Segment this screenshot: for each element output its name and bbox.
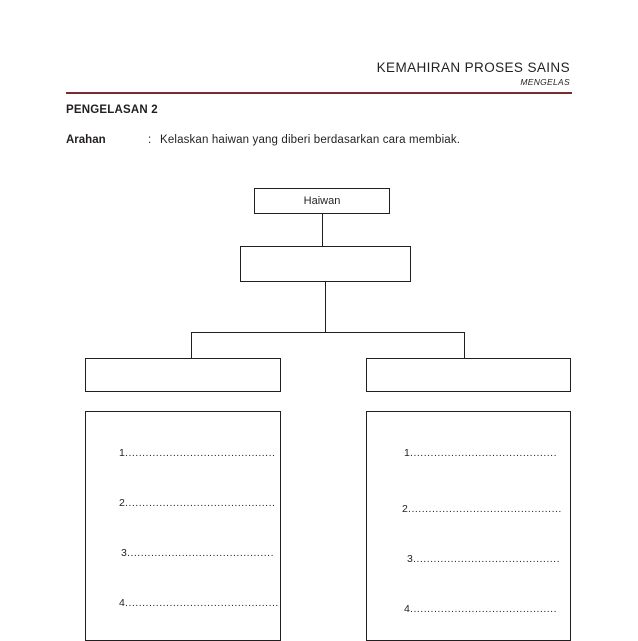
connector-second-to-split bbox=[325, 282, 326, 332]
diagram-box-haiwan-label: Haiwan bbox=[303, 195, 341, 207]
document-header: KEMAHIRAN PROSES SAINS MENGELAS bbox=[150, 60, 570, 87]
list-item-number: 2 bbox=[402, 503, 409, 515]
list-item-number: 1 bbox=[404, 447, 411, 459]
list-item[interactable]: 4.......................................… bbox=[404, 603, 557, 615]
list-item[interactable]: 1.......................................… bbox=[119, 447, 275, 459]
list-item-number: 2 bbox=[119, 497, 126, 509]
list-item-dots: ........................................… bbox=[125, 497, 276, 509]
instruction-text: Kelaskan haiwan yang diberi berdasarkan … bbox=[160, 134, 461, 146]
list-item-number: 1 bbox=[119, 447, 126, 459]
connector-horizontal-split bbox=[191, 332, 465, 333]
connector-top-to-second bbox=[322, 214, 323, 246]
list-item[interactable]: 3.......................................… bbox=[121, 547, 274, 559]
list-item-dots: ........................................… bbox=[127, 547, 274, 559]
list-item-dots: ........................................… bbox=[125, 447, 276, 459]
connector-to-right-box bbox=[464, 332, 465, 358]
list-item-number: 4 bbox=[404, 603, 411, 615]
list-item[interactable]: 1.......................................… bbox=[404, 447, 557, 459]
list-item[interactable]: 4.......................................… bbox=[119, 597, 279, 609]
instruction-colon: : bbox=[148, 134, 152, 146]
list-item[interactable]: 2.......................................… bbox=[402, 503, 562, 515]
header-divider bbox=[66, 92, 572, 94]
list-item-dots: ........................................… bbox=[410, 603, 557, 615]
list-item-dots: ........................................… bbox=[408, 503, 562, 515]
list-item-dots: ........................................… bbox=[413, 553, 560, 565]
instruction-label: Arahan bbox=[66, 134, 106, 146]
answer-box-left[interactable]: 1.......................................… bbox=[85, 411, 281, 641]
answer-box-right[interactable]: 1.......................................… bbox=[366, 411, 571, 641]
header-title: KEMAHIRAN PROSES SAINS bbox=[376, 60, 570, 75]
list-item[interactable]: 3.......................................… bbox=[407, 553, 560, 565]
diagram-box-left-category[interactable] bbox=[85, 358, 281, 392]
connector-to-left-box bbox=[191, 332, 192, 358]
section-title: PENGELASAN 2 bbox=[66, 104, 158, 116]
diagram-box-haiwan[interactable]: Haiwan bbox=[254, 188, 390, 214]
list-item[interactable]: 2.......................................… bbox=[119, 497, 275, 509]
list-item-number: 3 bbox=[407, 553, 414, 565]
list-item-number: 3 bbox=[121, 547, 128, 559]
list-item-dots: ........................................… bbox=[410, 447, 557, 459]
diagram-box-second[interactable] bbox=[240, 246, 411, 282]
list-item-dots: ........................................… bbox=[125, 597, 279, 609]
header-subtitle: MENGELAS bbox=[520, 77, 570, 87]
list-item-number: 4 bbox=[119, 597, 126, 609]
diagram-box-right-category[interactable] bbox=[366, 358, 571, 392]
